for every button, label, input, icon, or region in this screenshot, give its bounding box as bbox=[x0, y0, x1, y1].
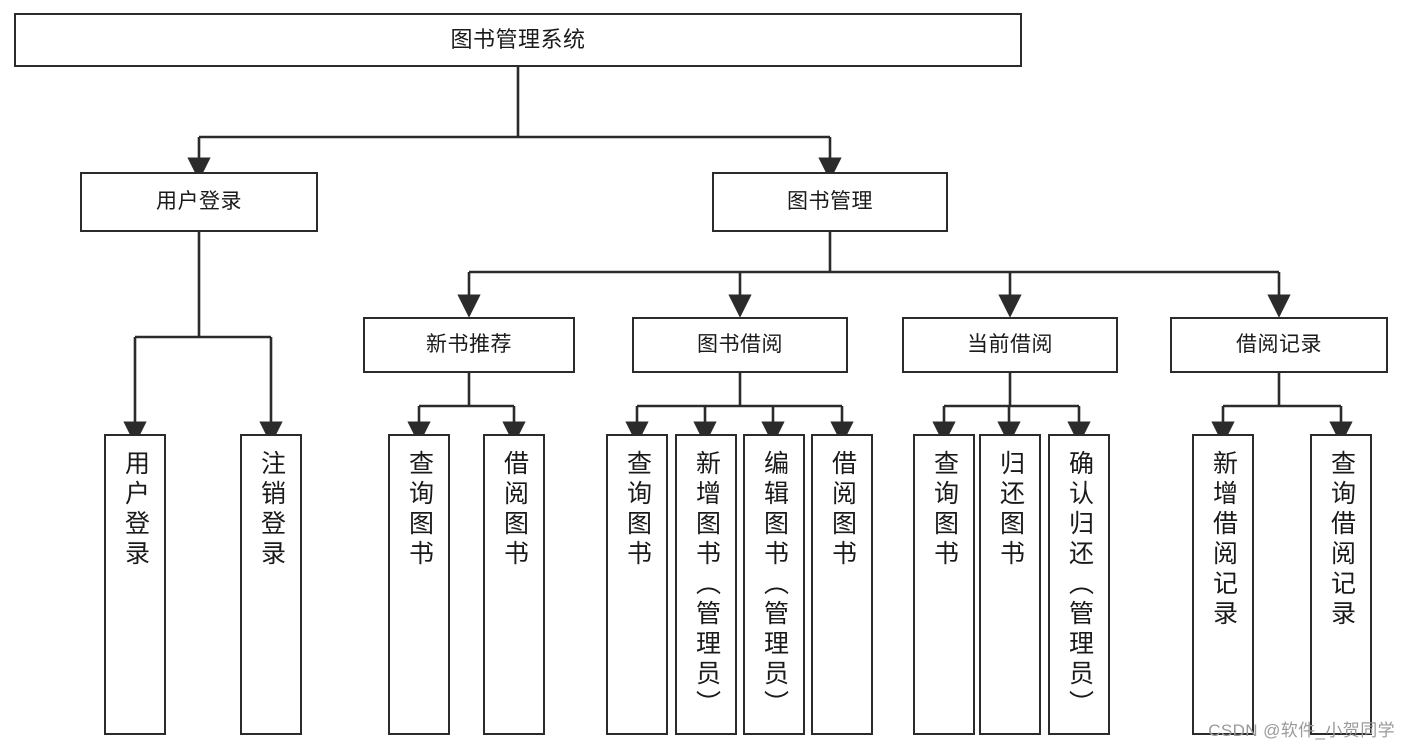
node-label: 归还图书 bbox=[996, 450, 1025, 570]
node-root-book-management-system[interactable]: 图书管理系统 bbox=[14, 13, 1022, 67]
leaf-current-borrow-confirm-return-admin[interactable]: 确认归还（管理员） bbox=[1048, 434, 1110, 735]
leaf-book-borrow-borrow-book[interactable]: 借阅图书 bbox=[811, 434, 873, 735]
node-label: 借阅记录 bbox=[1236, 332, 1322, 356]
csdn-watermark: CSDN @软件_小贺同学 bbox=[1208, 721, 1395, 740]
node-label: 确认归还（管理员） bbox=[1065, 450, 1094, 720]
leaf-user-login-signin[interactable]: 用户登录 bbox=[104, 434, 166, 735]
node-label: 编辑图书（管理员） bbox=[760, 450, 789, 720]
node-label: 用户登录 bbox=[156, 189, 242, 213]
node-label: 借阅图书 bbox=[500, 450, 529, 570]
node-label: 当前借阅 bbox=[967, 332, 1053, 356]
node-label: 图书管理系统 bbox=[450, 27, 586, 53]
node-label: 查询图书 bbox=[930, 450, 959, 570]
node-label: 图书借阅 bbox=[697, 332, 783, 356]
node-book-management[interactable]: 图书管理 bbox=[712, 172, 948, 232]
node-label: 查询图书 bbox=[623, 450, 652, 570]
node-label: 新书推荐 bbox=[426, 332, 512, 356]
leaf-new-book-query-book[interactable]: 查询图书 bbox=[388, 434, 450, 735]
node-label: 图书管理 bbox=[787, 189, 873, 213]
leaf-book-borrow-query-book[interactable]: 查询图书 bbox=[606, 434, 668, 735]
node-label: 借阅图书 bbox=[828, 450, 857, 570]
node-user-login[interactable]: 用户登录 bbox=[80, 172, 318, 232]
leaf-borrow-record-query-record[interactable]: 查询借阅记录 bbox=[1310, 434, 1372, 735]
node-label: 新增借阅记录 bbox=[1209, 450, 1238, 630]
node-label: 查询借阅记录 bbox=[1327, 450, 1356, 630]
leaf-current-borrow-query-book[interactable]: 查询图书 bbox=[913, 434, 975, 735]
node-borrow-record[interactable]: 借阅记录 bbox=[1170, 317, 1388, 373]
node-current-borrow[interactable]: 当前借阅 bbox=[902, 317, 1118, 373]
node-label: 注销登录 bbox=[257, 450, 286, 570]
leaf-book-borrow-edit-book-admin[interactable]: 编辑图书（管理员） bbox=[743, 434, 805, 735]
node-new-book-recommend[interactable]: 新书推荐 bbox=[363, 317, 575, 373]
node-label: 查询图书 bbox=[405, 450, 434, 570]
node-book-borrow[interactable]: 图书借阅 bbox=[632, 317, 848, 373]
leaf-new-book-borrow-book[interactable]: 借阅图书 bbox=[483, 434, 545, 735]
leaf-user-login-logout[interactable]: 注销登录 bbox=[240, 434, 302, 735]
leaf-borrow-record-add-record[interactable]: 新增借阅记录 bbox=[1192, 434, 1254, 735]
leaf-book-borrow-add-book-admin[interactable]: 新增图书（管理员） bbox=[675, 434, 737, 735]
node-label: 新增图书（管理员） bbox=[692, 450, 721, 720]
leaf-current-borrow-return-book[interactable]: 归还图书 bbox=[979, 434, 1041, 735]
node-label: 用户登录 bbox=[121, 450, 150, 570]
